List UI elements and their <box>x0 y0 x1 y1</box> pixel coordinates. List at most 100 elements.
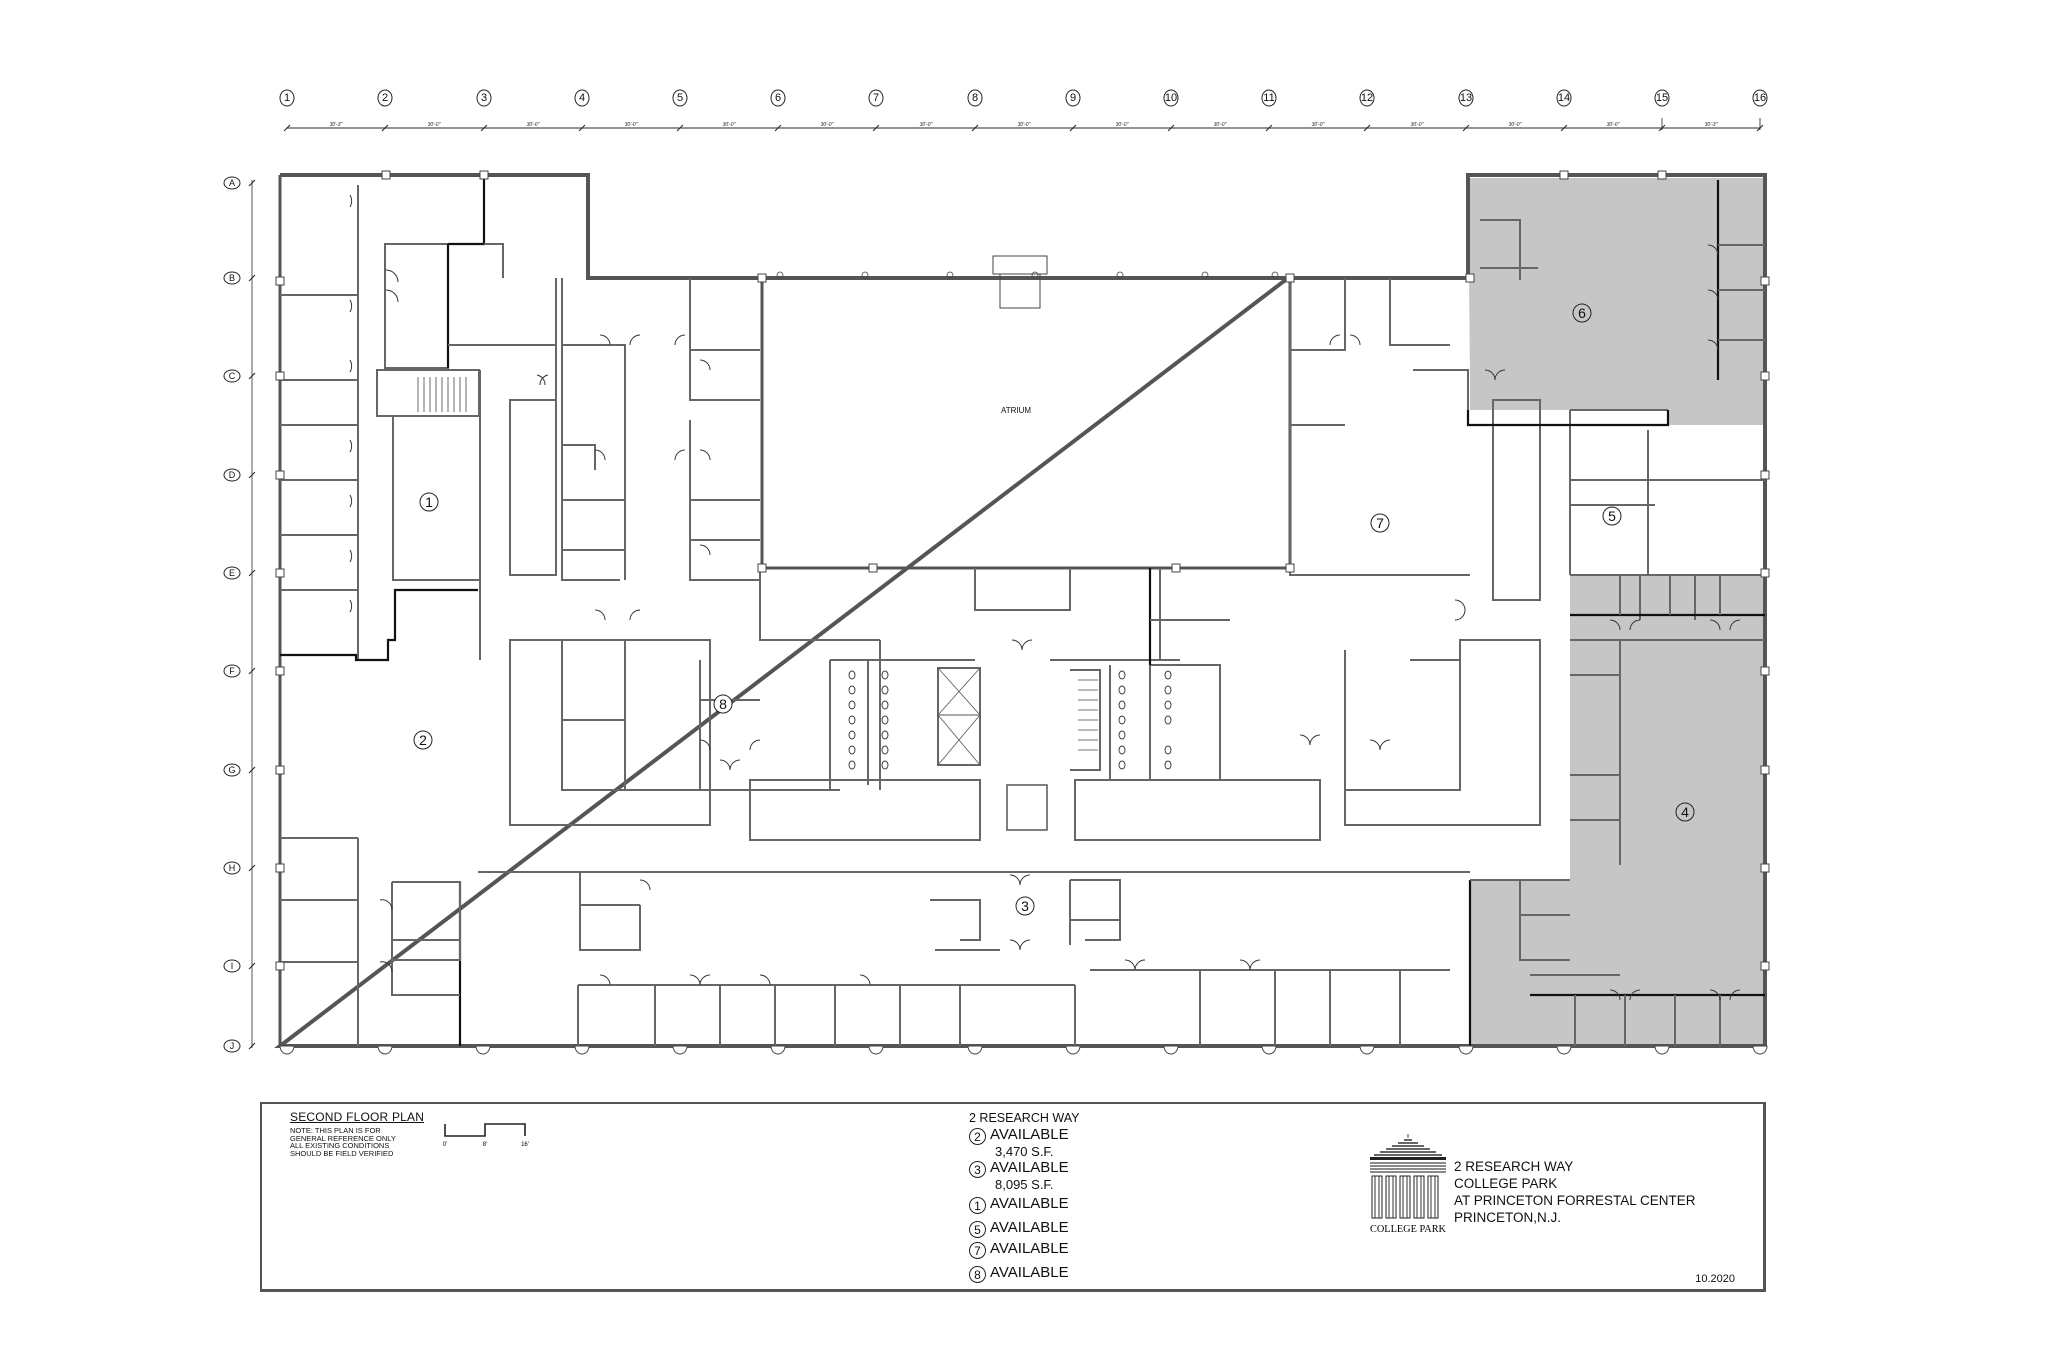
legend-status: AVAILABLE <box>990 1240 1069 1257</box>
suite-number-badge: 7 <box>969 1242 986 1259</box>
address-line: COLLEGE PARK <box>1454 1176 1558 1191</box>
grid-col-label: 8 <box>972 92 978 104</box>
suite-labels: 1 2 3 4 5 6 7 8 <box>413 303 1695 916</box>
dimension-label: 30'-0" <box>723 122 736 128</box>
suite-number: 5 <box>1608 508 1616 524</box>
scale-tick-label: 8' <box>483 1142 487 1148</box>
grid-row-label: C <box>229 371 236 381</box>
suite-number-badge: 3 <box>969 1161 986 1178</box>
plan-info: SECOND FLOOR PLAN NOTE: THIS PLAN IS FOR… <box>290 1110 440 1157</box>
grid-col-label: 12 <box>1361 92 1373 104</box>
grid-col-label: 9 <box>1070 92 1076 104</box>
grid-row-label: H <box>229 863 236 873</box>
atrium-label: ATRIUM <box>1001 406 1031 415</box>
suite-7-marker[interactable]: 7 <box>1370 513 1390 533</box>
legend-status: AVAILABLE <box>990 1126 1069 1143</box>
leased-area-suite-4 <box>1470 575 1765 1046</box>
suite-5-marker[interactable]: 5 <box>1602 506 1622 526</box>
grid-row-label: B <box>229 273 235 283</box>
suite-number-badge: 8 <box>969 1266 986 1283</box>
grid-col-label: 11 <box>1263 92 1274 104</box>
logo-text: COLLEGE PARK <box>1370 1223 1446 1235</box>
dimension-label: 30'-0" <box>428 122 441 128</box>
legend-item: 7 AVAILABLE <box>969 1241 1169 1259</box>
address-line: AT PRINCETON FORRESTAL CENTER <box>1454 1193 1696 1208</box>
suite-3-marker[interactable]: 3 <box>1015 896 1035 916</box>
interior-walls-east <box>1289 180 1765 1046</box>
suite-6-marker[interactable]: 6 <box>1572 303 1592 323</box>
dimension-label: 30'-0" <box>1411 122 1424 128</box>
legend-item: 8 AVAILABLE <box>969 1265 1169 1283</box>
note-line: NOTE: THIS PLAN IS FOR <box>290 1126 381 1135</box>
grid-col-label: 13 <box>1460 92 1472 104</box>
dimension-label: 30'-3" <box>330 122 343 128</box>
note-line: GENERAL REFERENCE ONLY <box>290 1133 396 1143</box>
legend-area: 8,095 S.F. <box>995 1177 1054 1192</box>
dimension-label: 30'-0" <box>1607 122 1620 128</box>
grid-col-label: 7 <box>873 92 879 104</box>
legend-status: AVAILABLE <box>990 1264 1069 1281</box>
dimension-label: 30'-0" <box>1312 122 1325 128</box>
dimension-label: 30'-0" <box>1214 122 1227 128</box>
dimension-label: 30'-3" <box>1705 122 1718 128</box>
interior-walls-core <box>699 568 1321 841</box>
grid-row-label: F <box>229 666 235 676</box>
structural-columns <box>275 170 1770 1055</box>
legend-item: 2 AVAILABLE <box>969 1127 1169 1145</box>
suite-number-badge: 5 <box>969 1221 986 1238</box>
column-grid-bubbles: 1 2 3 4 5 6 7 8 9 10 11 12 13 14 15 16 <box>279 89 1768 107</box>
grid-row-label: G <box>228 765 235 775</box>
legend-item: 3 AVAILABLE <box>969 1160 1169 1178</box>
leased-area-suite-6 <box>1468 178 1765 425</box>
grid-col-label: 10 <box>1165 92 1177 104</box>
address-line: PRINCETON,N.J. <box>1454 1210 1562 1225</box>
suite-1-marker[interactable]: 1 <box>419 492 439 512</box>
legend-item: 1 AVAILABLE <box>969 1196 1169 1214</box>
suite-2-marker[interactable]: 2 <box>413 730 433 750</box>
door-swings <box>349 194 1741 1001</box>
legend-status: AVAILABLE <box>990 1159 1069 1176</box>
suite-number: 8 <box>719 696 727 712</box>
row-grid-bubbles: A B C D E F G H I J <box>223 176 256 1053</box>
revision-date: 10.2020 <box>1695 1273 1735 1285</box>
college-park-logo-icon: COLLEGE PARK <box>1370 1134 1446 1235</box>
scale-tick-label: 16' <box>521 1142 529 1148</box>
dimension-label: 30'-0" <box>625 122 638 128</box>
grid-row-label: J <box>230 1041 235 1051</box>
availability-legend: 2 RESEARCH WAY 2 AVAILABLE 3,470 S.F. 3 … <box>969 1111 1169 1283</box>
grid-col-label: 14 <box>1558 92 1570 104</box>
address-line: 2 RESEARCH WAY <box>1454 1159 1574 1174</box>
legend-area: 3,470 S.F. <box>995 1144 1054 1159</box>
scale-tick-label: 0' <box>443 1142 447 1148</box>
suite-number: 3 <box>1021 898 1029 914</box>
interior-walls-south <box>280 837 1470 1046</box>
dimension-label: 30'-0" <box>1018 122 1031 128</box>
suite-number-badge: 2 <box>969 1128 986 1145</box>
legend-header: 2 RESEARCH WAY <box>969 1111 1080 1125</box>
legend-item: 5 AVAILABLE <box>969 1220 1169 1238</box>
grid-col-label: 3 <box>481 92 487 104</box>
grid-row-label: D <box>229 470 236 480</box>
grid-col-label: 16 <box>1754 92 1766 104</box>
title-block: SECOND FLOOR PLAN NOTE: THIS PLAN IS FOR… <box>260 1102 1766 1292</box>
grid-col-label: 4 <box>579 92 585 104</box>
plan-title: SECOND FLOOR PLAN <box>290 1110 425 1124</box>
suite-8-marker[interactable]: 8 <box>713 694 733 714</box>
grid-col-label: 15 <box>1656 92 1668 104</box>
note-line: SHOULD BE FIELD VERIFIED <box>290 1148 394 1158</box>
plan-note: NOTE: THIS PLAN IS FOR GENERAL REFERENCE… <box>290 1127 440 1157</box>
dimension-label: 30'-0" <box>821 122 834 128</box>
dimension-label: 30'-0" <box>527 122 540 128</box>
grid-col-label: 2 <box>382 92 388 104</box>
dimension-label: 30'-0" <box>1509 122 1522 128</box>
interior-walls-west <box>280 178 557 662</box>
suite-4-marker[interactable]: 4 <box>1675 802 1695 822</box>
atrium: ATRIUM <box>760 255 1292 570</box>
grid-col-label: 5 <box>677 92 683 104</box>
column-dimension-string: 30'-3" 30'-0" 30'-0" 30'-0" 30'-0" 30'-0… <box>283 118 1764 132</box>
note-line: ALL EXISTING CONDITIONS <box>290 1141 390 1150</box>
suite-number: 1 <box>425 494 433 510</box>
grid-row-label: I <box>231 961 234 971</box>
suite-number-badge: 1 <box>969 1197 986 1214</box>
